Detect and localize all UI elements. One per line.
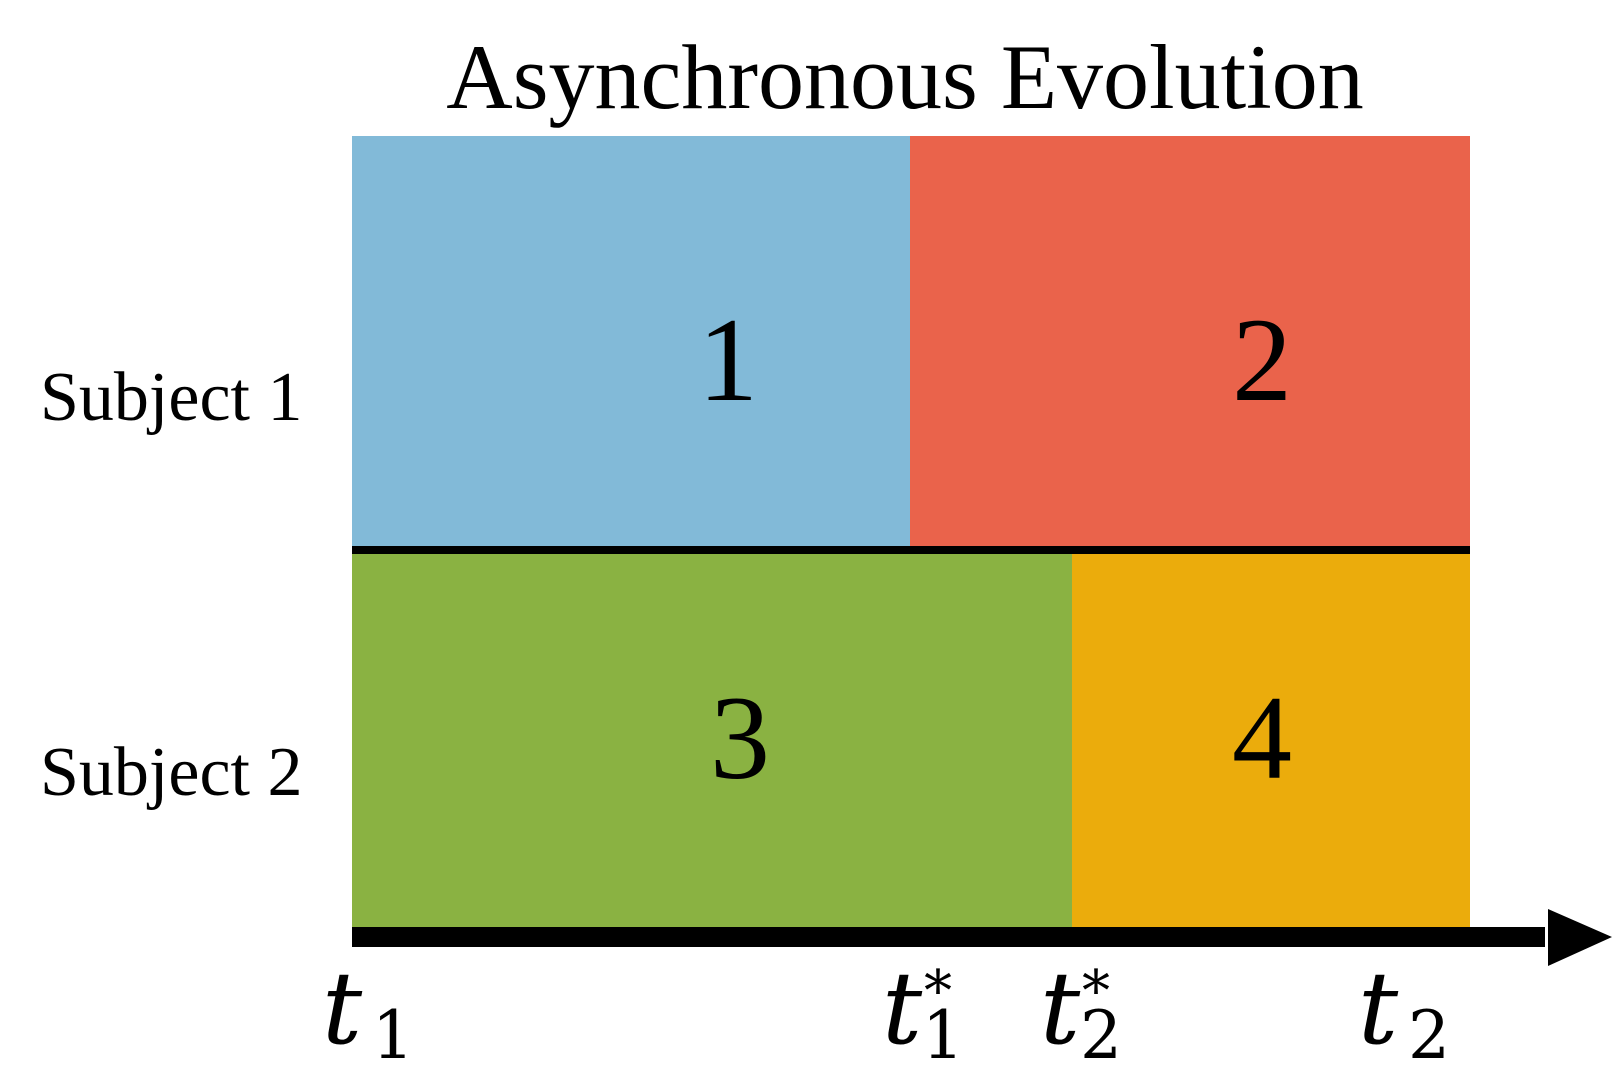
- time-label-t2-star: t 2 *: [1040, 950, 1122, 1065]
- phase-block-3: [352, 553, 1072, 930]
- time-label-t2: t 2: [1358, 950, 1450, 1065]
- phase-block-4: [1072, 553, 1470, 930]
- subject-2-label: Subject 2: [40, 734, 302, 811]
- time-label-t1: t 1: [322, 950, 414, 1065]
- time-label-t2-star-base: t: [1040, 950, 1081, 1065]
- diagram-title: Asynchronous Evolution: [446, 26, 1363, 128]
- time-label-t2-star-sub: 2: [1080, 997, 1122, 1065]
- phase-block-2: [910, 136, 1470, 548]
- time-label-t2-star-sup: *: [1082, 959, 1110, 1024]
- subject-1-label: Subject 1: [40, 359, 302, 436]
- time-label-t2-sub: 2: [1408, 997, 1450, 1065]
- time-label-t1-star-sup: *: [924, 959, 952, 1024]
- time-label-t2-base: t: [1358, 950, 1399, 1065]
- time-label-t1-base: t: [322, 950, 363, 1065]
- time-axis-arrowhead: [1548, 909, 1612, 966]
- time-label-t1-star-sub: 1: [922, 997, 964, 1065]
- time-axis: [352, 909, 1612, 966]
- phase-number-1: 1: [698, 293, 758, 426]
- time-label-t1-star-base: t: [882, 950, 923, 1065]
- phase-block-1: [352, 136, 910, 548]
- phase-number-4: 4: [1232, 671, 1292, 804]
- time-label-t1-sub: 1: [372, 997, 414, 1065]
- time-label-t1-star: t 1 *: [882, 950, 964, 1065]
- phase-number-2: 2: [1232, 293, 1292, 426]
- phase-number-3: 3: [710, 671, 770, 804]
